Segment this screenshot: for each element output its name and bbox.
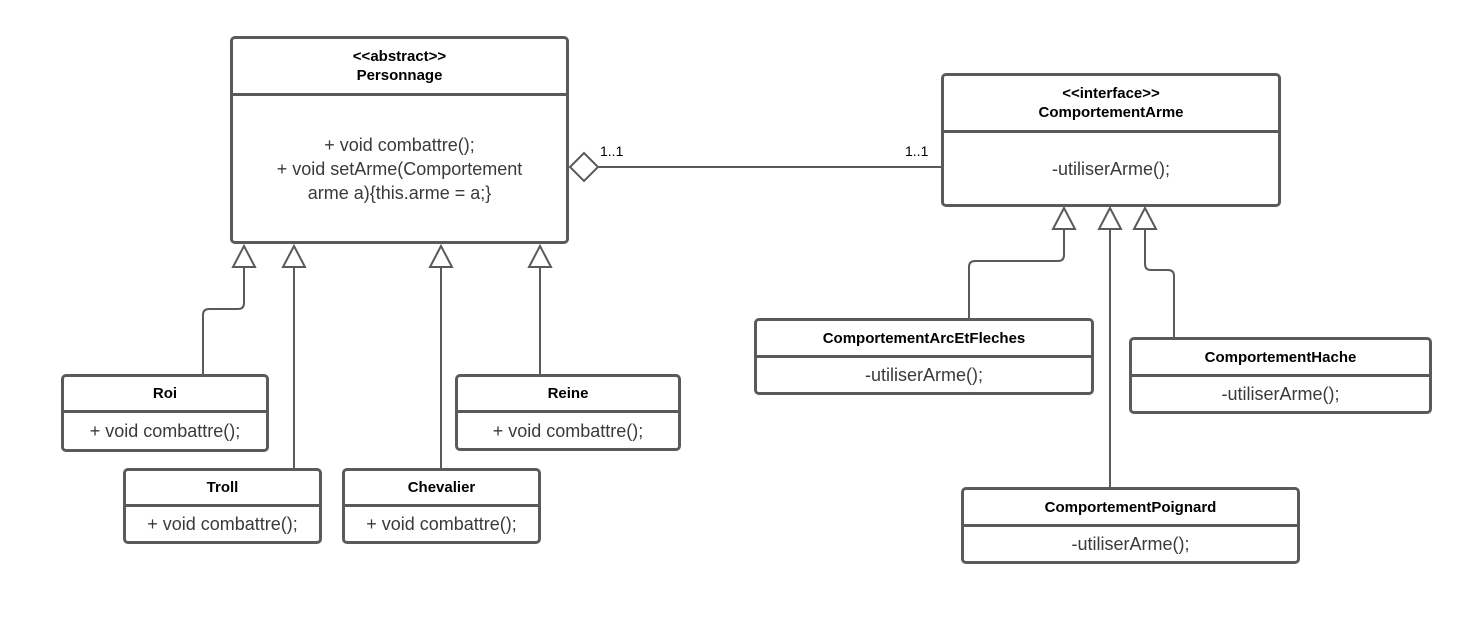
class-troll: Troll + void combattre(); bbox=[123, 468, 322, 544]
inheritance-arrow-roi bbox=[231, 243, 257, 268]
class-name: ComportementHache bbox=[1204, 348, 1357, 366]
multiplicity-right: 1..1 bbox=[905, 143, 929, 159]
stereotype-label: <<abstract>> bbox=[352, 48, 447, 65]
method: arme a){this.arme = a;} bbox=[307, 182, 492, 203]
class-comportement-arc-et-fleches: ComportementArcEtFleches -utiliserArme()… bbox=[754, 318, 1094, 395]
class-name: Troll bbox=[206, 479, 239, 496]
method: -utiliserArme(); bbox=[1071, 534, 1190, 554]
realization-arrow-hache bbox=[1132, 205, 1158, 230]
class-name: Chevalier bbox=[407, 479, 476, 496]
interface-comportement-arme: <<interface>> ComportementArme -utiliser… bbox=[941, 73, 1281, 207]
class-name: Roi bbox=[152, 385, 178, 402]
aggregation-diamond bbox=[568, 151, 600, 183]
method: + void combattre(); bbox=[366, 514, 517, 534]
inheritance-arrow-reine bbox=[527, 243, 553, 268]
inheritance-arrow-troll bbox=[281, 243, 307, 268]
class-comportement-hache: ComportementHache -utiliserArme(); bbox=[1129, 337, 1432, 414]
method: + void setArme(Comportement bbox=[276, 158, 523, 179]
class-name: Personnage bbox=[356, 67, 443, 84]
method: + void combattre(); bbox=[89, 421, 241, 441]
realization-hache bbox=[1144, 229, 1175, 337]
inheritance-arrow-chevalier bbox=[428, 243, 454, 268]
method: + void combattre(); bbox=[492, 420, 644, 441]
class-personnage: <<abstract>> Personnage + void combattre… bbox=[230, 36, 569, 244]
method: -utiliserArme(); bbox=[1051, 158, 1170, 179]
class-chevalier: Chevalier + void combattre(); bbox=[342, 468, 541, 544]
class-name: Reine bbox=[547, 385, 589, 402]
method: + void combattre(); bbox=[324, 134, 475, 155]
multiplicity-left: 1..1 bbox=[600, 143, 624, 159]
class-roi: Roi + void combattre(); bbox=[61, 374, 269, 452]
class-name: ComportementArcEtFleches bbox=[822, 329, 1026, 347]
inheritance-roi bbox=[202, 267, 245, 374]
class-name: ComportementPoignard bbox=[1044, 498, 1217, 516]
stereotype-label: <<interface>> bbox=[1062, 85, 1160, 102]
method: -utiliserArme(); bbox=[864, 365, 983, 385]
class-comportement-poignard: ComportementPoignard -utiliserArme(); bbox=[961, 487, 1300, 564]
class-name: ComportementArme bbox=[1038, 104, 1184, 121]
method: + void combattre(); bbox=[147, 514, 298, 534]
realization-arrow-arc bbox=[1051, 205, 1077, 230]
class-reine: Reine + void combattre(); bbox=[455, 374, 681, 451]
method: -utiliserArme(); bbox=[1221, 384, 1340, 404]
realization-arrow-poignard bbox=[1097, 205, 1123, 230]
realization-arc bbox=[968, 229, 1065, 318]
